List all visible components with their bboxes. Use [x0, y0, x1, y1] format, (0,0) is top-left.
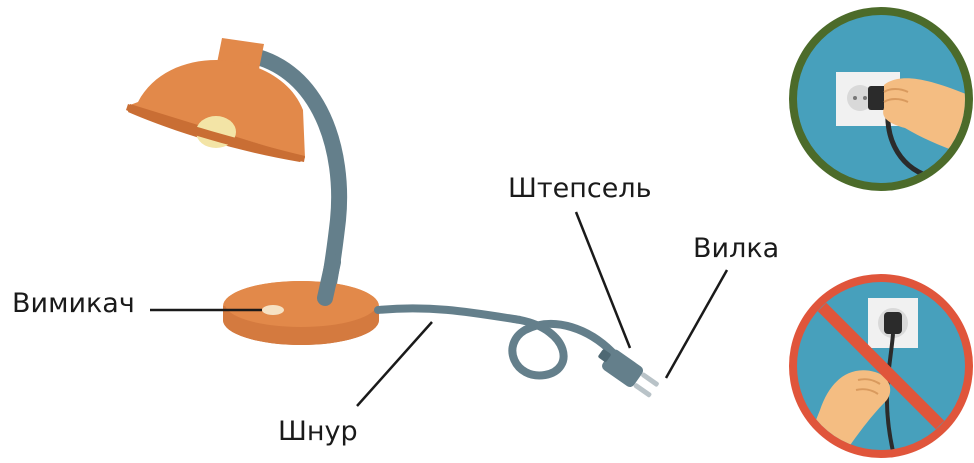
leader-prongs [666, 270, 727, 378]
label-prongs: Вилка [693, 235, 779, 262]
desk-lamp [126, 38, 379, 345]
lamp-base [223, 281, 379, 345]
incorrect-unplugging-illustration [789, 274, 973, 460]
label-plug: Штепсель [508, 175, 652, 202]
plug-prong [640, 372, 659, 388]
correct-unplugging-illustration [789, 7, 974, 191]
lamp-switch [262, 305, 284, 315]
leader-cord [357, 322, 432, 406]
label-cord: Шнур [278, 418, 358, 445]
label-switch: Вимикач [12, 290, 135, 317]
plug [594, 343, 662, 401]
plug-prong [633, 382, 652, 398]
